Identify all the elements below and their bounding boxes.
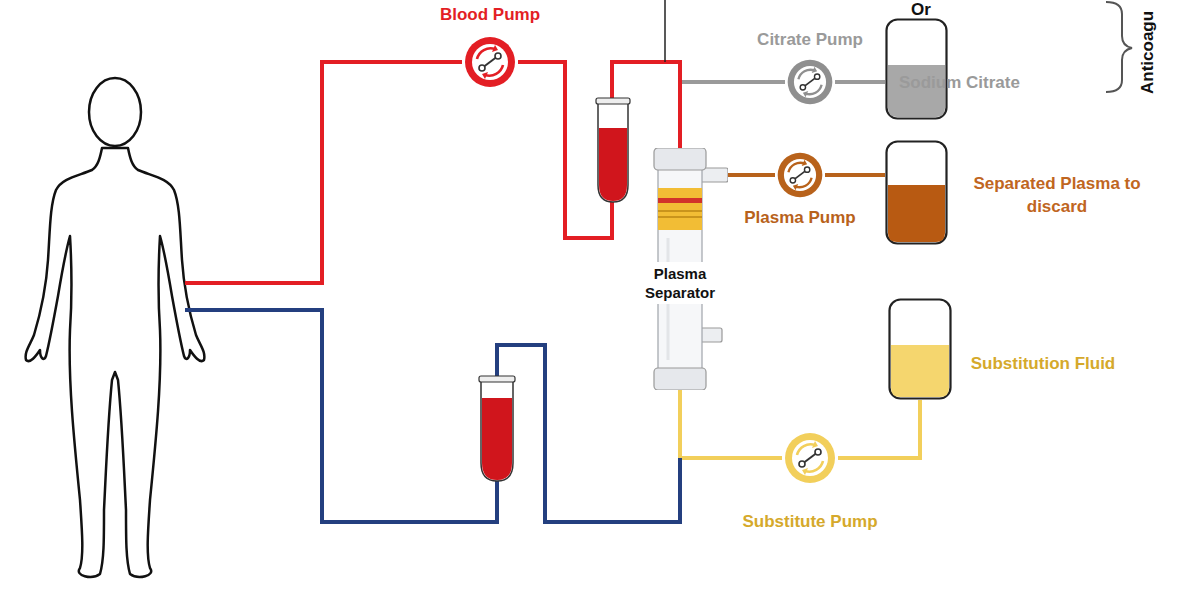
component-label: Separated Plasma to discard bbox=[957, 172, 1157, 218]
pump-symbol bbox=[782, 430, 838, 486]
component-label: Plasma Pump bbox=[744, 206, 856, 229]
pressure-line bbox=[664, 0, 666, 62]
drip-chamber bbox=[596, 98, 630, 202]
fluid-bag bbox=[885, 140, 948, 245]
pump-symbol bbox=[775, 150, 825, 200]
tube-line bbox=[680, 82, 785, 148]
device-label: Plasma Separator bbox=[638, 262, 722, 304]
arterial-line bbox=[185, 62, 462, 283]
fluid-bag: Separated Plasma to discard bbox=[885, 140, 948, 245]
pump: Plasma Pump bbox=[775, 150, 825, 200]
pump-symbol bbox=[462, 34, 518, 90]
fluid-bag: Substitution Fluid bbox=[888, 298, 952, 400]
fluid-bag bbox=[885, 18, 948, 120]
patient-body bbox=[26, 148, 205, 577]
tube-line bbox=[835, 80, 885, 84]
group-label: Anticoagu bbox=[1138, 11, 1158, 94]
tube-line bbox=[838, 400, 920, 458]
note-label: Or bbox=[911, 0, 931, 20]
pump: Substitute Pump bbox=[782, 430, 838, 486]
drip-chamber bbox=[479, 376, 515, 481]
tube-line bbox=[728, 173, 775, 177]
plasma-separator: Plasma Separator bbox=[632, 148, 728, 390]
pump-symbol bbox=[785, 57, 835, 107]
pump: Blood Pump bbox=[462, 34, 518, 90]
fluid-bag: Sodium Citrate bbox=[885, 18, 948, 120]
component-label: Substitute Pump bbox=[742, 510, 877, 533]
tube-line bbox=[825, 173, 885, 177]
component-label: Sodium Citrate bbox=[899, 71, 1049, 94]
patient-head bbox=[89, 78, 141, 146]
pump: Citrate Pump bbox=[785, 57, 835, 107]
venous-line bbox=[185, 310, 497, 522]
component-label: Citrate Pump bbox=[757, 28, 863, 51]
fluid-bag bbox=[888, 298, 952, 400]
venous-line bbox=[497, 345, 680, 522]
component-label: Blood Pump bbox=[440, 3, 540, 26]
component-label: Substitution Fluid bbox=[968, 352, 1118, 375]
tube-line bbox=[680, 390, 782, 458]
bracket bbox=[1106, 2, 1132, 92]
